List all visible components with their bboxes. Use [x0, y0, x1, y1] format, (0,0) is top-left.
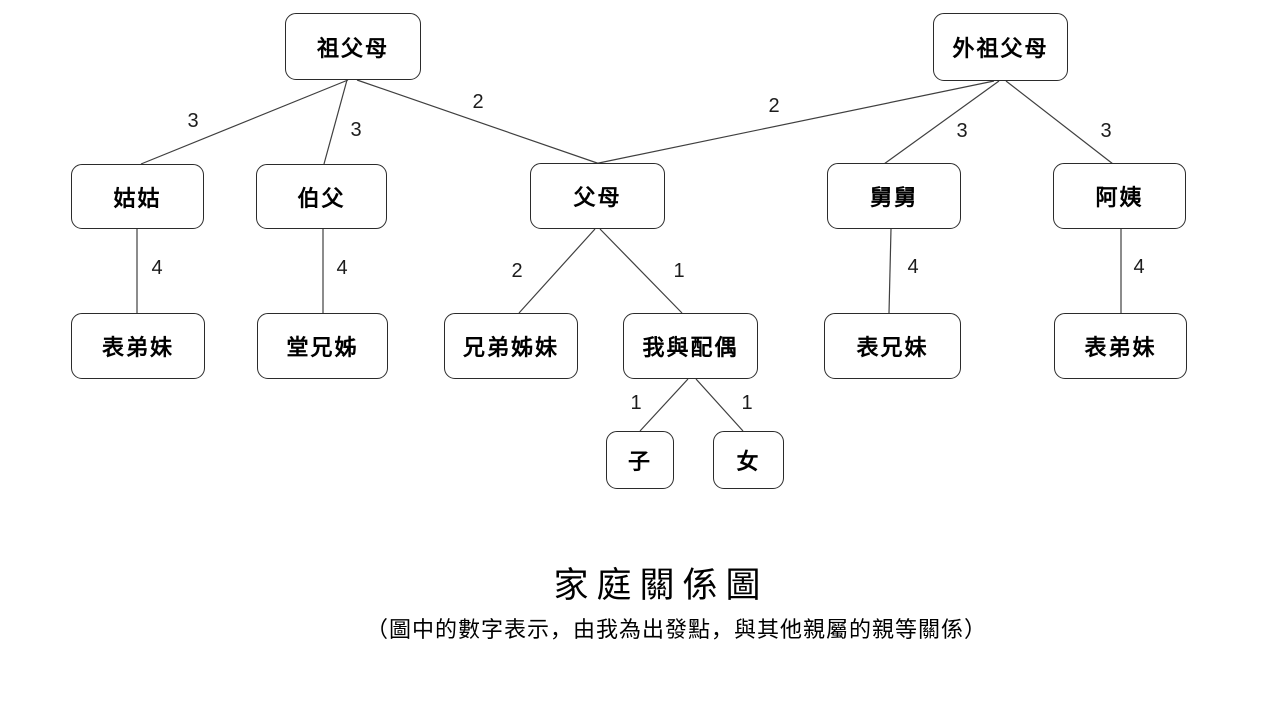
node-label-uncle-paternal: 伯父	[297, 185, 346, 211]
node-grandparents-maternal: 外祖父母	[933, 13, 1068, 81]
diagram-subtitle: （圖中的數字表示，由我為出發點，與其他親屬的親等關係）	[366, 617, 988, 642]
edge-degree-label-grandparents-paternal--uncle-paternal: 3	[350, 119, 362, 141]
edge-degree-label-grandparents-maternal--aunt-maternal: 3	[1100, 120, 1112, 142]
edge-degree-label-aunt-paternal--cousins-paternal-aunt: 4	[151, 257, 163, 279]
node-label-daughter: 女	[736, 449, 761, 474]
node-label-cousins-paternal-uncle: 堂兄姊	[286, 335, 359, 360]
edge-degree-label-me-and-spouse--daughter: 1	[741, 392, 753, 414]
node-uncle-maternal: 舅舅	[827, 163, 961, 229]
edge-degree-label-parents--me-and-spouse: 1	[673, 260, 685, 282]
node-label-uncle-maternal: 舅舅	[869, 185, 918, 210]
edge-degree-label-grandparents-maternal--parents: 2	[768, 95, 780, 117]
edge-line-parents--siblings	[518, 228, 596, 314]
node-cousins-maternal-uncle: 表兄妹	[824, 313, 961, 379]
node-label-grandparents-paternal: 祖父母	[316, 35, 389, 61]
edge-line-me-and-spouse--son	[639, 378, 689, 432]
node-grandparents-paternal: 祖父母	[285, 13, 421, 80]
node-siblings: 兄弟姊妹	[444, 313, 578, 379]
edge-line-grandparents-maternal--parents	[593, 80, 995, 165]
node-parents: 父母	[530, 163, 665, 229]
edge-degree-label-uncle-paternal--cousins-paternal-uncle: 4	[336, 257, 348, 279]
node-son: 子	[606, 431, 674, 489]
edge-degree-label-me-and-spouse--son: 1	[630, 392, 642, 414]
edge-line-grandparents-maternal--uncle-maternal	[883, 80, 1000, 165]
node-cousins-maternal-aunt: 表弟妹	[1054, 313, 1187, 379]
edge-degree-label-grandparents-maternal--uncle-maternal: 3	[956, 120, 968, 142]
node-label-siblings: 兄弟姊妹	[462, 335, 559, 360]
node-label-son: 子	[627, 449, 652, 474]
node-label-aunt-paternal: 姑姑	[113, 185, 162, 211]
node-cousins-paternal-uncle: 堂兄姊	[257, 313, 388, 379]
edge-degree-label-aunt-maternal--cousins-maternal-aunt: 4	[1133, 256, 1145, 278]
edge-line-grandparents-paternal--aunt-paternal	[140, 79, 349, 165]
node-label-cousins-paternal-aunt: 表弟妹	[101, 335, 174, 360]
edge-line-me-and-spouse--daughter	[695, 378, 744, 432]
node-aunt-paternal: 姑姑	[71, 164, 204, 229]
node-label-cousins-maternal-aunt: 表弟妹	[1084, 335, 1157, 360]
node-label-parents: 父母	[573, 185, 622, 210]
node-cousins-paternal-aunt: 表弟妹	[71, 313, 205, 379]
node-me-and-spouse: 我與配偶	[623, 313, 758, 379]
edge-degree-label-parents--siblings: 2	[511, 260, 523, 282]
edge-line-parents--me-and-spouse	[599, 228, 683, 314]
edge-degree-label-grandparents-paternal--aunt-paternal: 3	[187, 110, 199, 132]
edge-line-grandparents-maternal--aunt-maternal	[1005, 80, 1114, 165]
node-aunt-maternal: 阿姨	[1053, 163, 1186, 229]
edge-degree-label-grandparents-paternal--parents: 2	[472, 91, 484, 113]
edge-degree-label-uncle-maternal--cousins-maternal-uncle: 4	[907, 256, 919, 278]
edge-line-grandparents-paternal--uncle-paternal	[323, 79, 348, 165]
node-label-me-and-spouse: 我與配偶	[642, 335, 739, 360]
node-uncle-paternal: 伯父	[256, 164, 387, 229]
node-label-grandparents-maternal: 外祖父母	[952, 36, 1049, 61]
node-label-cousins-maternal-uncle: 表兄妹	[856, 335, 929, 360]
edge-line-grandparents-paternal--parents	[356, 79, 601, 165]
node-daughter: 女	[713, 431, 784, 489]
node-label-aunt-maternal: 阿姨	[1095, 185, 1144, 210]
edge-line-uncle-maternal--cousins-maternal-uncle	[888, 228, 892, 314]
diagram-title: 家庭關係圖	[553, 566, 769, 605]
